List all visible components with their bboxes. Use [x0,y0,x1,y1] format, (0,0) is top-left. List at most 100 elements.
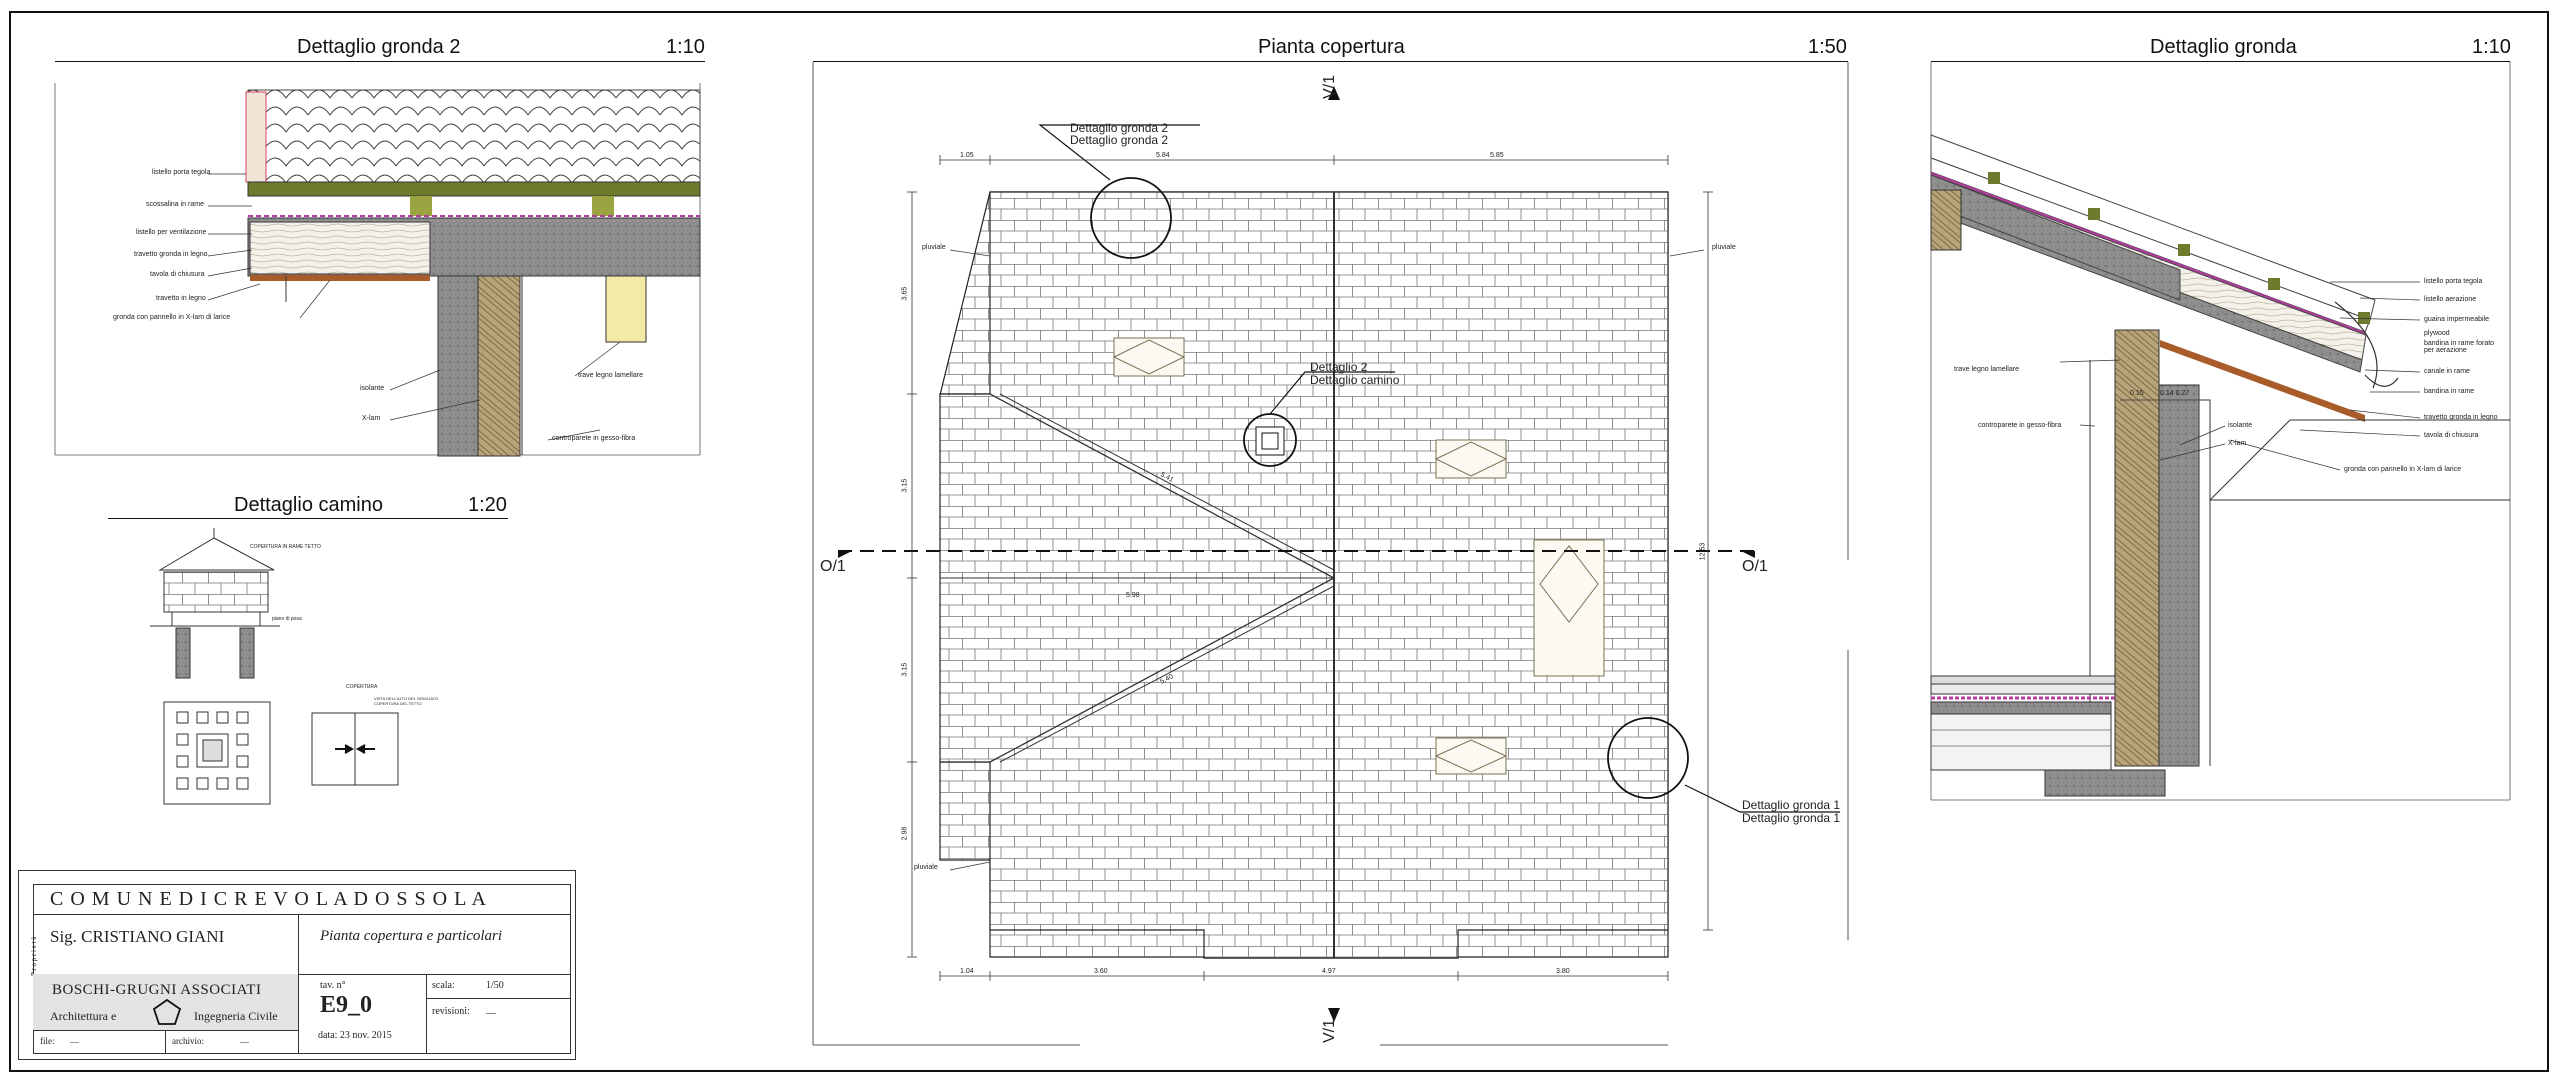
tb-revisioni-label: revisioni: [432,1006,470,1017]
label-copertura: COPERTURA [346,684,378,690]
tb-rule-2 [33,974,571,975]
g-label-2: listello aerazione [2424,296,2477,303]
label-listello-ventilazione: listello per ventilazione [136,229,207,236]
label-travetto-legno: travetto in legno [156,295,206,302]
camino-title-rule [108,518,508,519]
pianta-title: Pianta copertura [1258,36,1405,58]
tb-rule-4 [426,998,571,999]
tb-file-label: file: [40,1036,55,1046]
tb-vrule-1 [298,914,299,1054]
g-label-xlam: X-lam [2228,440,2247,447]
g-label-5: bandina in rame forato per aerazione [2424,340,2495,354]
callout-camino: Dettaglio camino [1310,373,1400,387]
label-scossalina: scossalina in rame [146,201,204,208]
label-gronda-xlam: gronda con pannello in X-lam di larice [113,314,231,321]
tb-firm-left: Architettura e [50,1009,117,1023]
dim-right: 12.53 [1699,542,1707,561]
dim-top-2: 5.84 [1156,152,1170,159]
g-label-8: travetto gronda in legno [2424,414,2498,421]
callout-gronda2-a: Dettaglio gronda 2 [1070,121,1169,135]
g-label-controparete: controparete in gesso-fibra [1978,422,2062,429]
gronda-title-rule [1931,61,2510,62]
pluviale-label-3: pluviale [914,864,938,871]
detail-gronda-drawing [1930,62,2511,801]
g-dim-1: 0.15 [2130,390,2144,397]
tb-data: data: 23 nov. 2015 [318,1030,392,1041]
detail-camino-drawing [150,528,399,805]
tb-firm-right: Ingegneria Civile [194,1009,278,1023]
g-label-4: plywood [2424,330,2450,337]
tb-vrule-file [165,1030,166,1054]
section-mark-right: O/1 [1742,558,1768,575]
dim-top-3: 5.85 [1490,152,1504,159]
tb-file-value: __ [70,1034,79,1044]
sheet-border [9,11,2549,1072]
tb-archivio-value: __ [240,1034,249,1044]
dim-left-1: 3.65 [901,286,909,301]
tb-vrule-2 [426,974,427,1054]
tb-scala-value: 1/50 [486,980,504,991]
tb-revisioni-value: __ [486,1004,496,1015]
pluviale-label-2: pluviale [1712,244,1736,251]
label-travetto-gronda: travetto gronda in legno [134,251,208,258]
g-label-1: listello porta tegola [2424,278,2483,285]
firm-logo-icon [152,998,182,1025]
tb-side-label: P r o p r i e t à [30,936,38,976]
camino-scale: 1:20 [468,494,507,516]
dim-top-1: 1.05 [960,152,974,159]
g-label-9: tavola di chiusura [2424,432,2479,439]
g-dim-2: 0.14 0.27 [2160,390,2190,397]
dim-left-4: 2.98 [901,826,909,841]
callout-gronda1-b: Dettaglio gronda 1 [1742,811,1841,825]
pluviale-label-1: pluviale [922,244,946,251]
pianta-scale: 1:50 [1808,36,1847,58]
dim-left-3: 3.15 [901,662,909,677]
label-xlam: X-lam [362,415,381,422]
title-block [18,870,576,1060]
label-copertura-rame: COPERTURA IN RAME TETTO [250,544,321,550]
section-mark-top: V/1 [1321,74,1339,100]
g-label-isolante: isolante [2228,422,2253,429]
pianta-title-rule [813,61,1848,62]
g-label-10: gronda con pannello in X-lam di larice [2344,466,2462,473]
camino-title: Dettaglio camino [234,494,383,516]
dim-bottom-2: 3.60 [1094,968,1108,975]
g-label-7: bandina in rame [2424,388,2475,395]
g-label-6: canale in rame [2424,368,2470,375]
label-listello-porta-tegola: listello porta tegola [152,169,211,176]
gronda2-title: Dettaglio gronda 2 [297,36,461,58]
tb-comune: C O M U N E D I C R E V O L A D O S S O … [50,888,487,910]
tb-tav-value: E9_0 [320,992,373,1018]
label-vista-alto: VISTA DELL'ALTO DEL GRIGLIATO COPERTURA … [374,696,439,706]
section-mark-left: O/1 [820,558,846,575]
g-label-3: guaina impermeabile [2424,316,2489,323]
callout-dettaglio2: Dettaglio 2 [1310,360,1368,374]
label-trave-lamellare: trave legno lamellare [578,372,643,379]
tb-archivio-label: archivio: [172,1036,204,1046]
plan-copertura-drawing [812,62,1849,1046]
gronda-title: Dettaglio gronda [2150,36,2297,58]
g-label-trave: trave legno lamellare [1954,366,2019,373]
dim-bottom-3: 4.97 [1322,968,1336,975]
detail-gronda2-drawing [54,83,701,457]
label-controparete: controparete in gesso-fibra [552,435,636,442]
gronda2-scale: 1:10 [666,36,705,58]
label-isolante: isolante [360,385,385,392]
gronda-scale: 1:10 [2472,36,2511,58]
tb-scala-label: scala: [432,980,455,991]
tb-tav-label: tav. n° [320,980,346,991]
tb-rule-1 [33,914,571,915]
dim-bottom-1: 1.04 [960,968,974,975]
dim-bottom-4: 3.80 [1556,968,1570,975]
tb-owner: Sig. CRISTIANO GIANI [50,927,225,946]
callout-gronda1-a: Dettaglio gronda 1 [1742,798,1841,812]
dim-left-2: 3.15 [901,478,909,493]
dim-inner-2: 5.98 [1126,592,1140,599]
label-piano-posa: piano di posa [272,616,302,622]
tb-inner [33,884,571,1054]
tb-firm: BOSCHI-GRUGNI ASSOCIATI [52,982,262,998]
callout-gronda2-b: Dettaglio gronda 2 [1070,133,1169,147]
section-mark-bottom: V/1 [1321,1018,1339,1044]
label-tavola-chiusura: tavola di chiusura [150,271,205,278]
